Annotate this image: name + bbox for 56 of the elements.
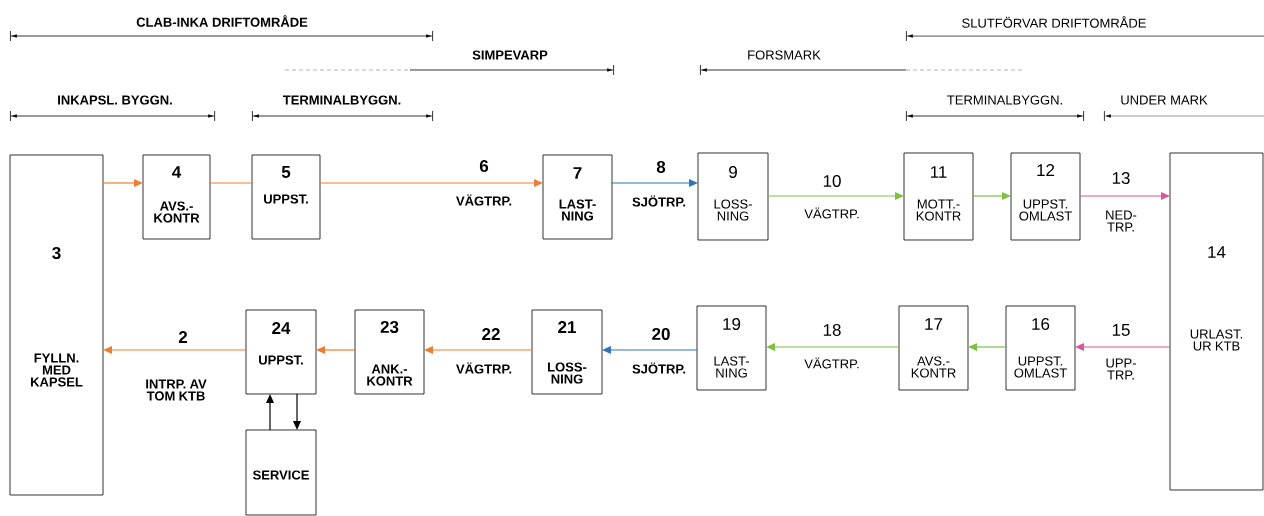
area-label: CLAB-INKA DRIFTOMRÅDE: [136, 15, 308, 27]
arrow: [611, 179, 698, 187]
arrow: [1075, 343, 1171, 351]
transport-label: VÄGTRP.: [456, 362, 512, 374]
transport-label: VÄGTRP.: [456, 194, 512, 206]
arrow: [102, 179, 143, 187]
edge-label: 6: [478, 159, 490, 173]
transport-label: SJÖTRP.: [632, 195, 686, 207]
arrow: [424, 346, 533, 354]
process-box: 23 ANK.- KONTR: [354, 309, 425, 395]
edge-label: 2: [177, 330, 189, 344]
transport-label: VÄGTRP.: [804, 357, 859, 369]
arrow: [293, 393, 301, 430]
area-label: SLUTFÖRVAR DRIFTOMRÅDE: [962, 16, 1146, 28]
edge-label: 8: [655, 160, 667, 174]
area-label: TERMINALBYGGN.: [947, 95, 1062, 105]
area-label: FORSMARK: [748, 50, 821, 60]
arrow: [1079, 192, 1170, 200]
transport-label: VÄGTRP.: [804, 207, 859, 219]
process-box: 7 LAST- NING: [542, 154, 613, 240]
process-box: 5 UPPST.: [251, 154, 321, 240]
arrow: [602, 346, 698, 354]
transport-label: SJÖTRP.: [632, 362, 686, 374]
arrow: [968, 343, 1007, 351]
process-box: 19 LAST- NING: [696, 305, 767, 391]
edge-label: 20: [650, 326, 672, 341]
arrow: [103, 346, 247, 354]
transport-label: NED- TRP.: [1106, 210, 1137, 232]
process-box: 3 FYLLN. MED KAPSEL: [9, 154, 104, 496]
edge-label: 15: [1110, 323, 1132, 337]
process-box: SERVICE: [245, 429, 317, 516]
arrow: [319, 179, 543, 187]
process-box: 12 UPPST. OMLAST: [1010, 152, 1081, 241]
process-box: 16 UPPST. OMLAST: [1005, 305, 1076, 391]
transport-label: UPP- TRP.: [1106, 358, 1136, 380]
edge-label: 13: [1110, 171, 1132, 185]
process-box: 24 UPPST.: [245, 309, 317, 395]
area-label: TERMINALBYGGN.: [282, 95, 401, 105]
arrow: [767, 192, 904, 200]
process-box: 14 URLAST. UR KTB: [1169, 152, 1264, 491]
process-box: 4 AVS.- KONTR: [142, 154, 211, 240]
process-box: 11 MOTT.- KONTR: [903, 152, 974, 241]
process-box: 17 AVS.- KONTR: [898, 305, 969, 391]
process-box: 9 LOSS- NING: [697, 152, 769, 241]
arrow: [766, 343, 900, 351]
area-label: SIMPEVARP: [472, 50, 548, 60]
arrow: [316, 346, 356, 354]
transport-label: INTRP. AV TOM KTB: [146, 379, 207, 401]
edge-label: 22: [480, 327, 502, 341]
process-box: 21 LOSS- NING: [531, 309, 603, 395]
edge-label: 18: [821, 323, 843, 337]
arrow: [972, 192, 1011, 200]
arrow: [266, 394, 274, 431]
area-label: UNDER MARK: [1121, 95, 1208, 105]
edge-label: 10: [821, 174, 843, 188]
area-label: INKAPSL. BYGGN.: [58, 95, 172, 105]
